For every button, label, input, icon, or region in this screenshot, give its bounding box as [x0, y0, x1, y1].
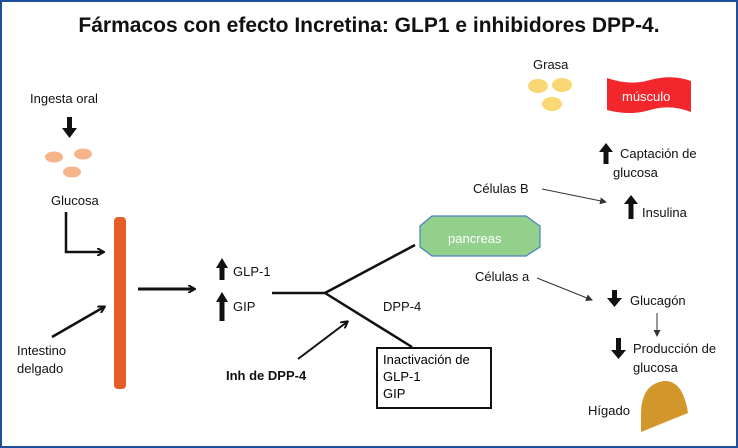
label-celulas-b: Células B — [473, 181, 529, 196]
pancreas-shape — [419, 215, 541, 257]
inhibitor-arrow — [297, 322, 347, 360]
intestine-label-arrow — [51, 307, 104, 339]
label-higado: Hígado — [588, 403, 630, 418]
label-dpp4: DPP-4 — [383, 299, 422, 314]
label-glucosa: Glucosa — [51, 193, 99, 208]
label-grasa: Grasa — [533, 57, 569, 72]
up-arrow-icon — [599, 143, 613, 164]
glucose-to-intestine-arrow — [64, 212, 103, 252]
glucose-dot — [45, 151, 63, 163]
label-celulas-a: Células a — [475, 269, 530, 284]
fat-dot — [528, 79, 548, 93]
glucose-dot — [63, 166, 81, 178]
label-glucagon: Glucagón — [630, 293, 686, 308]
label-delgado: delgado — [17, 361, 64, 376]
branch-line-to-pancreas — [324, 243, 416, 295]
beta-cells-arrow — [541, 188, 607, 205]
fat-dot — [542, 97, 562, 111]
fat-dot — [552, 78, 572, 92]
up-arrow-icon — [216, 258, 228, 280]
inactivation-box: Inactivación de GLP-1 GIP — [376, 347, 492, 409]
label-ingesta-oral: Ingesta oral — [30, 91, 98, 106]
label-pancreas: pancreas — [448, 231, 502, 246]
down-arrow-icon — [62, 117, 77, 138]
branch-line-to-inactivation — [324, 291, 413, 349]
inactivation-line: GLP-1 — [383, 369, 421, 384]
label-produccion: Producción de — [633, 341, 717, 356]
muscle-shape — [607, 77, 691, 113]
label-produccion-glucosa: glucosa — [633, 360, 678, 375]
label-insulina: Insulina — [642, 205, 687, 220]
down-arrow-icon — [611, 338, 626, 359]
inactivation-line: Inactivación de — [383, 352, 470, 367]
up-arrow-icon — [624, 195, 638, 219]
inactivation-line: GIP — [383, 386, 406, 401]
label-glp1: GLP-1 — [233, 264, 271, 279]
up-arrow-icon — [216, 292, 228, 321]
alpha-cells-arrow — [536, 277, 593, 302]
intestine-bar — [114, 217, 126, 389]
label-musculo: músculo — [622, 89, 671, 104]
slide-title: Fármacos con efecto Incretina: GLP1 e in… — [78, 14, 660, 37]
label-inh-dpp4: Inh de DPP-4 — [226, 368, 307, 383]
label-captacion-glucosa: glucosa — [613, 165, 658, 180]
label-gip: GIP — [233, 299, 256, 314]
label-intestino: Intestino — [17, 343, 67, 358]
label-captacion: Captación de — [620, 146, 697, 161]
liver-shape — [641, 380, 688, 432]
down-arrow-icon — [607, 290, 622, 307]
glucose-dot — [74, 148, 92, 160]
